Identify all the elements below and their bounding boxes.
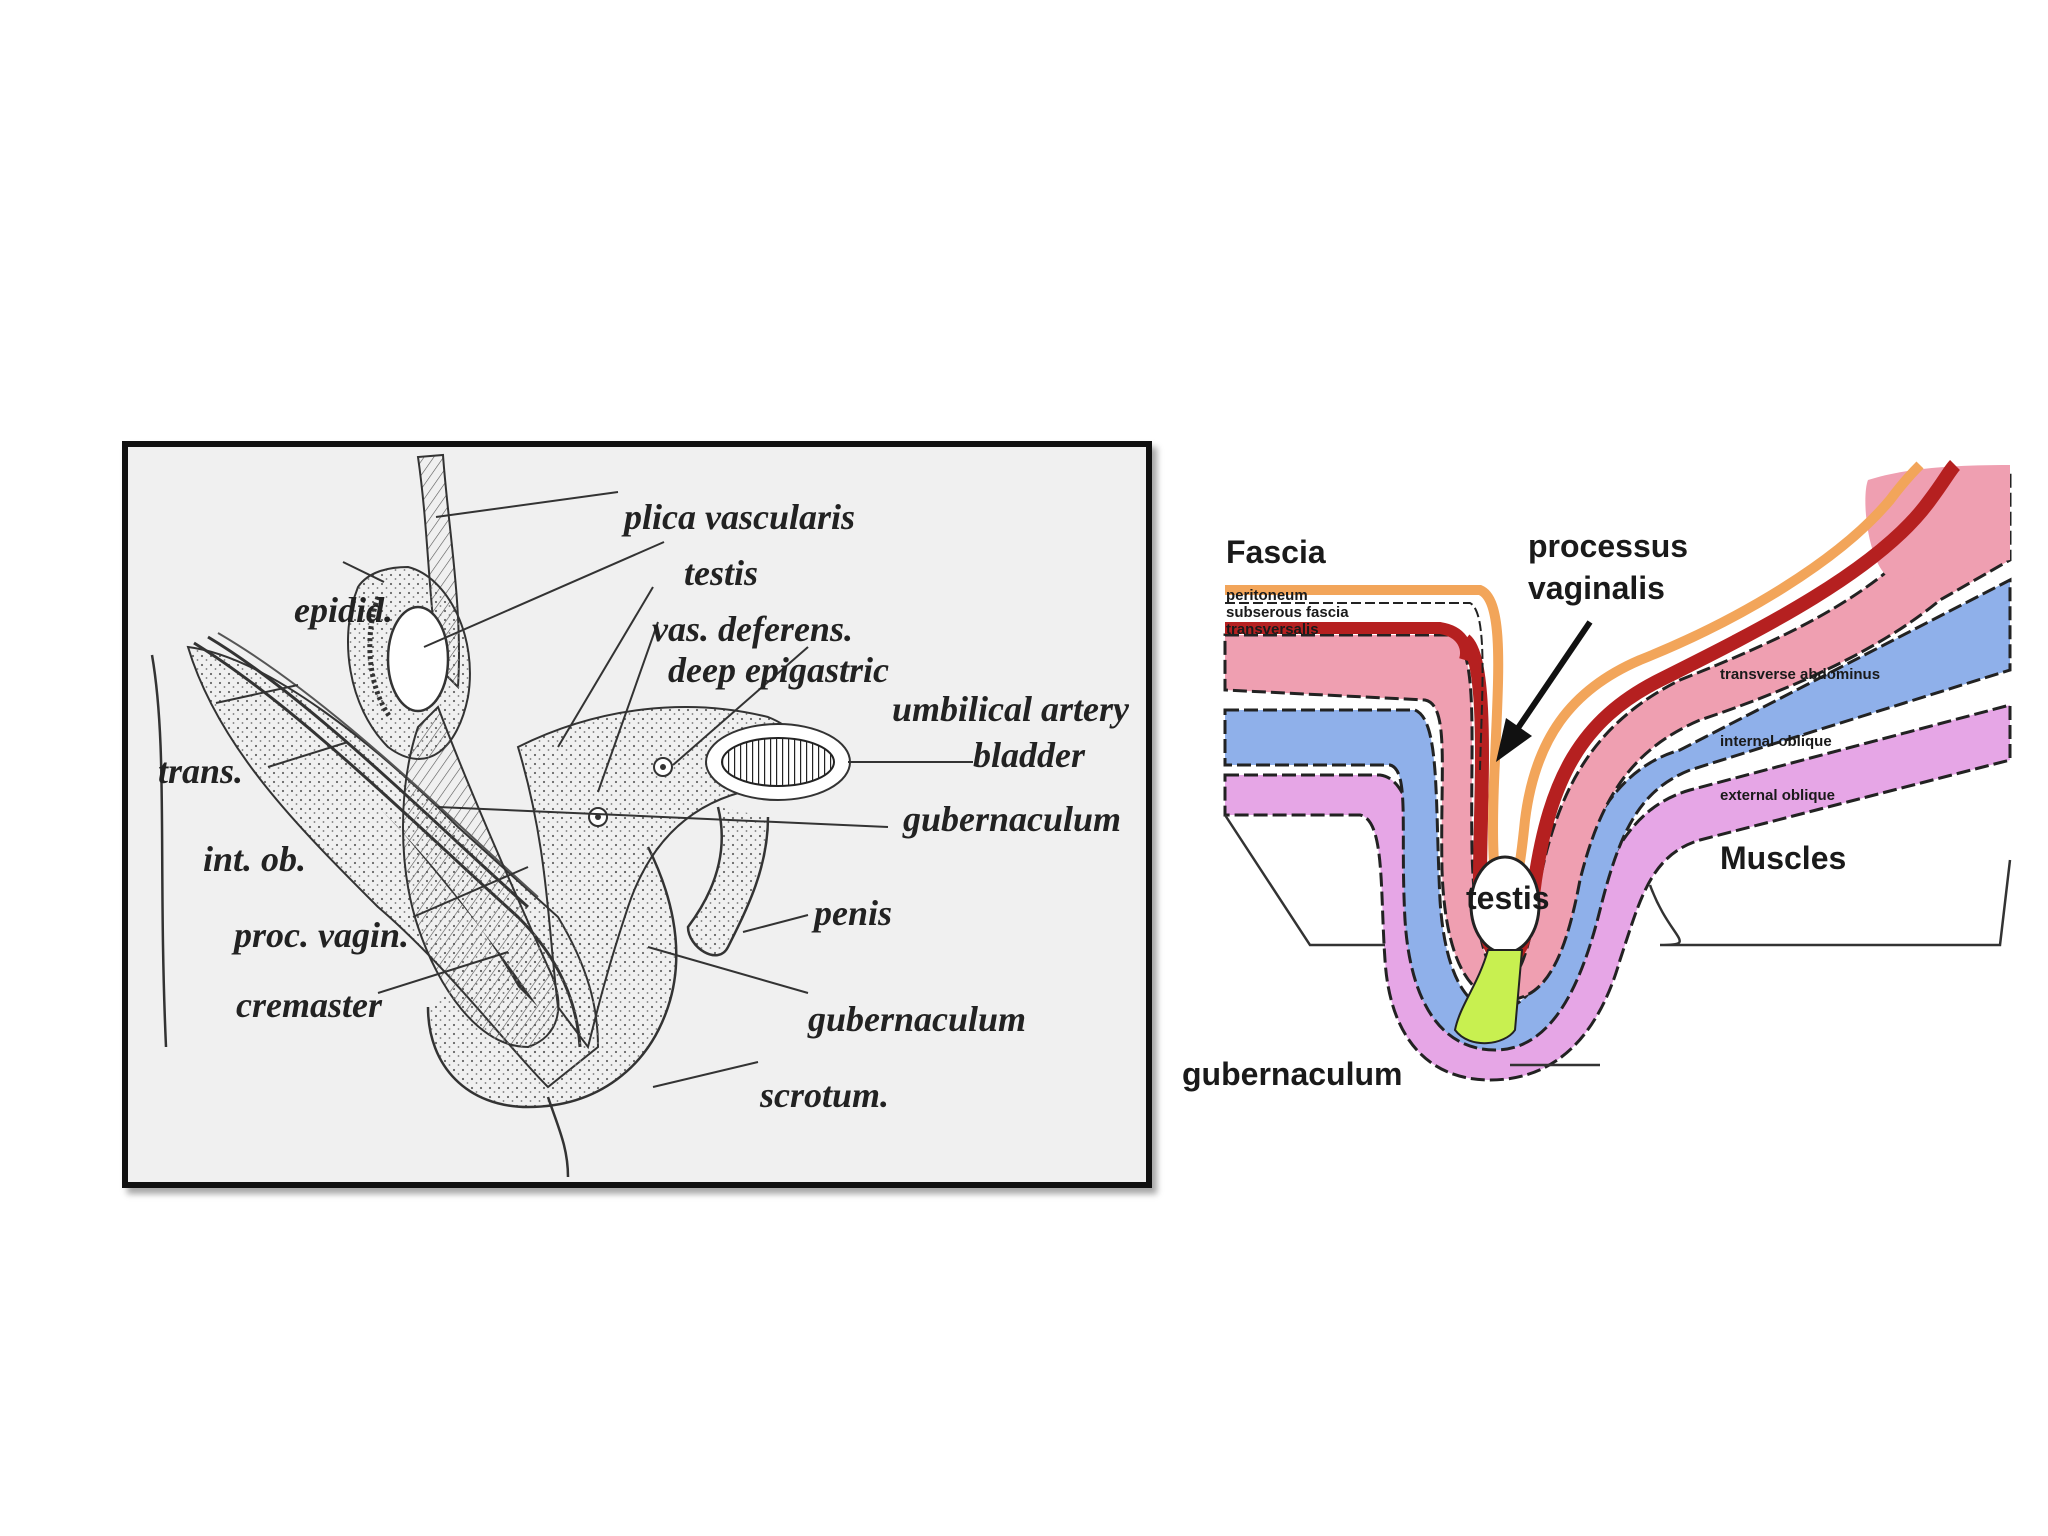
label-deep-epigastric: deep epigastric bbox=[668, 650, 889, 690]
label-fascia: Fascia bbox=[1226, 534, 1326, 570]
label-gubernaculum-lower: gubernaculum bbox=[808, 999, 1027, 1039]
label-testis: testis bbox=[684, 553, 759, 593]
label-gubernaculum-upper: gubernaculum bbox=[903, 799, 1122, 839]
label-gubernaculum-right: gubernaculum bbox=[1182, 1056, 1403, 1092]
label-muscles: Muscles bbox=[1720, 840, 1847, 876]
label-subserous-fascia: subserous fascia bbox=[1226, 604, 1349, 621]
label-vaginalis: vaginalis bbox=[1528, 570, 1665, 606]
label-proc-vagin: proc. vagin. bbox=[234, 915, 409, 955]
label-trans: trans. bbox=[158, 751, 244, 791]
processus-vaginalis-arrow bbox=[1496, 620, 1593, 762]
label-vas-deferens: vas. deferens. bbox=[652, 609, 853, 649]
label-external-oblique: external oblique bbox=[1720, 787, 1836, 804]
label-testis-right: testis bbox=[1466, 880, 1550, 916]
label-internal-oblique: internal oblique bbox=[1720, 733, 1832, 750]
label-transversalis: transversalis bbox=[1226, 621, 1319, 638]
gubernaculum-shape bbox=[1453, 949, 1524, 1045]
label-cremaster: cremaster bbox=[236, 985, 382, 1025]
left-diagram-panel: plica vascularis testis epidid. vas. def… bbox=[122, 441, 1152, 1188]
label-processus: processus bbox=[1528, 528, 1689, 564]
label-peritoneum: peritoneum bbox=[1226, 587, 1308, 604]
label-plica-vascularis: plica vascularis bbox=[624, 497, 855, 537]
label-penis: penis bbox=[814, 893, 893, 933]
section-outline bbox=[1223, 814, 2012, 1067]
layer-external-oblique bbox=[1223, 703, 2012, 1082]
label-transverse-abdominus: transverse abdominus bbox=[1720, 666, 1881, 683]
label-int-ob: int. ob. bbox=[203, 839, 307, 879]
label-scrotum: scrotum. bbox=[760, 1075, 890, 1115]
left-diagram-drawing bbox=[150, 453, 973, 1178]
layer-internal-oblique bbox=[1223, 577, 2012, 1052]
label-epidid: epidid. bbox=[294, 590, 393, 630]
label-bladder: bladder bbox=[973, 735, 1085, 775]
label-umbilical-artery: umbilical artery bbox=[892, 689, 1129, 729]
